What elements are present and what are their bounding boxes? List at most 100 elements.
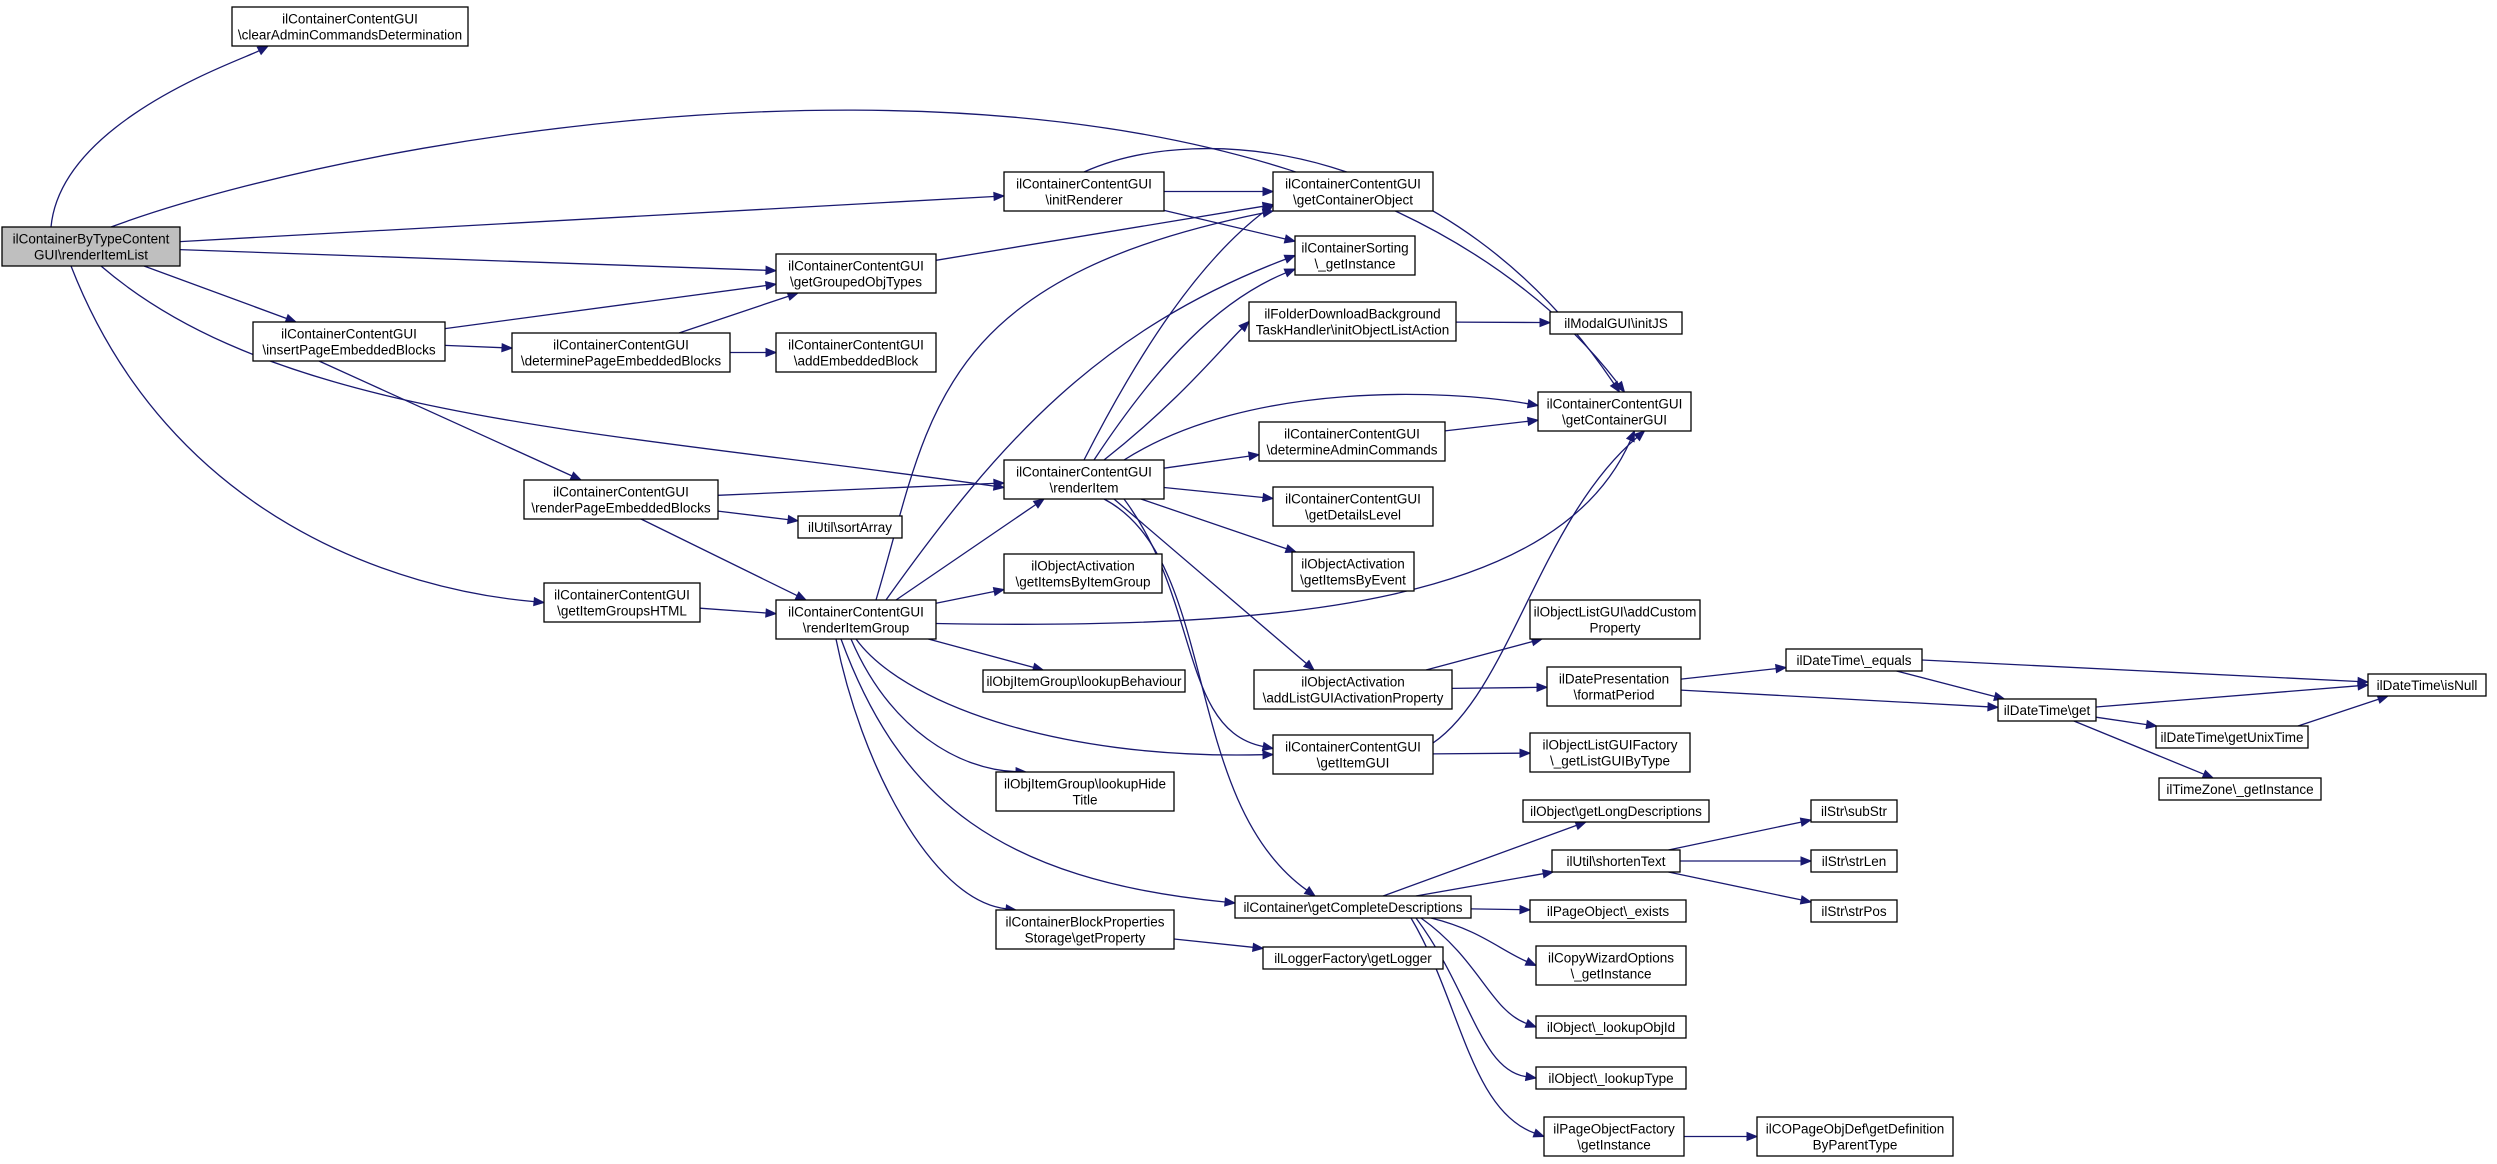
edge-renderPageEmbedded-to-renderItemGroup [640, 518, 808, 601]
node-blockPropertiesGet[interactable]: ilContainerBlockPropertiesStorage\getPro… [995, 909, 1175, 950]
node-box [1537, 391, 1692, 432]
node-dtIsNull[interactable]: ilDateTime\isNull [2367, 673, 2487, 697]
node-lookupObjId[interactable]: ilObject\_lookupObjId [1535, 1015, 1687, 1039]
node-copyWizardGetInstance[interactable]: ilCopyWizardOptions\_getInstance [1535, 945, 1687, 986]
node-box [1810, 849, 1898, 873]
node-box [982, 669, 1186, 693]
node-dtGetUnixTime[interactable]: ilDateTime\getUnixTime [2155, 725, 2309, 749]
edge-folderDownload-to-modalInitJS [1455, 317, 1552, 328]
edge-line [699, 607, 767, 614]
edge-addListGUIActivation-to-formatPeriod [1451, 682, 1549, 693]
node-label-line: \_getListGUIByType [1550, 754, 1670, 769]
edge-arrowhead [1262, 492, 1275, 503]
node-label-line: ilContainerContentGUI [1285, 740, 1421, 755]
edge-arrowhead [765, 280, 778, 291]
node-getItemsByItemGroup[interactable]: ilObjectActivation\getItemsByItemGroup [1003, 553, 1163, 594]
edge-arrowhead [284, 313, 298, 323]
node-getCompleteDescriptions[interactable]: ilContainer\getCompleteDescriptions [1234, 895, 1472, 919]
edge-addListGUIActivation-to-addCustomProperty [1425, 637, 1544, 671]
node-strPos[interactable]: ilStr\strPos [1810, 899, 1898, 923]
edge-line [1123, 393, 1529, 461]
node-getLogger[interactable]: ilLoggerFactory\getLogger [1262, 946, 1444, 970]
node-getDetailsLevel[interactable]: ilContainerContentGUI\getDetailsLevel [1272, 486, 1434, 527]
node-box [1785, 648, 1923, 672]
node-label-line: \initRenderer [1045, 193, 1123, 208]
edge-line [143, 265, 287, 320]
node-box [1546, 666, 1682, 707]
node-getItemGUI[interactable]: ilContainerContentGUI\getItemGUI [1272, 734, 1434, 775]
node-tzGetInstance[interactable]: ilTimeZone\_getInstance [2158, 777, 2322, 801]
node-modalInitJS[interactable]: ilModalGUI\initJS [1549, 311, 1683, 335]
node-label-line: \_getInstance [1314, 257, 1395, 272]
edge-determineAdminCommands-to-getContainerGUI [1444, 416, 1540, 432]
node-subStr[interactable]: ilStr\subStr [1810, 799, 1898, 823]
node-root[interactable]: ilContainerByTypeContentGUI\renderItemLi… [1, 226, 181, 267]
edge-initRenderer-to-getContainerObject [1164, 186, 1275, 197]
edge-root-to-getContainerGUI [110, 109, 1626, 394]
node-strLen[interactable]: ilStr\strLen [1810, 849, 1898, 873]
edge-determinePageEmbedded-to-getGroupedObjTypes [678, 291, 800, 334]
edge-shortenText-to-strLen [1680, 856, 1813, 866]
edge-line [1113, 498, 1307, 664]
node-pageObjectFactory[interactable]: ilPageObjectFactory\getInstance [1543, 1116, 1685, 1157]
node-folderDownload[interactable]: ilFolderDownloadBackgroundTaskHandler\in… [1248, 301, 1457, 342]
node-initRenderer[interactable]: ilContainerContentGUI\initRenderer [1003, 171, 1165, 212]
node-getContainerObject[interactable]: ilContainerContentGUI\getContainerObject [1272, 171, 1434, 212]
node-pageObjectExists[interactable]: ilPageObject\_exists [1529, 899, 1687, 923]
edge-line [1415, 917, 1527, 1078]
node-label-line: \getItemsByEvent [1300, 573, 1406, 588]
node-lookupType[interactable]: ilObject\_lookupType [1535, 1066, 1687, 1090]
node-label-line: ilDateTime\isNull [2377, 678, 2478, 693]
edge-renderItem-to-getDetailsLevel [1163, 486, 1275, 503]
node-label-line: ilObjectActivation [1301, 557, 1405, 572]
node-getItemGroupsHTML[interactable]: ilContainerContentGUI\getItemGroupsHTML [543, 582, 701, 623]
node-shortenText[interactable]: ilUtil\shortenText [1551, 849, 1681, 873]
node-getContainerGUI[interactable]: ilContainerContentGUI\getContainerGUI [1537, 391, 1692, 432]
node-box [775, 332, 937, 373]
edge-arrowhead [569, 471, 583, 481]
edge-line [1668, 871, 1802, 901]
node-dtEquals[interactable]: ilDateTime\_equals [1785, 648, 1923, 672]
node-determineAdminCommands[interactable]: ilContainerContentGUI\determineAdminComm… [1258, 421, 1446, 462]
node-getItemsByEvent[interactable]: ilObjectActivation\getItemsByEvent [1291, 551, 1415, 592]
node-insertPageEmbedded[interactable]: ilContainerContentGUI\insertPageEmbedded… [252, 321, 446, 362]
node-box [1248, 301, 1457, 342]
edge-line [1163, 486, 1264, 499]
edge-renderItem-to-getContainerGUI [1123, 393, 1540, 461]
node-label-line: ilContainerContentGUI [788, 605, 924, 620]
node-formatPeriod[interactable]: ilDatePresentation\formatPeriod [1546, 666, 1682, 707]
node-label-line: \insertPageEmbeddedBlocks [262, 343, 436, 358]
node-addEmbeddedBlock[interactable]: ilContainerContentGUI\addEmbeddedBlock [775, 332, 937, 373]
node-determinePageEmbedded[interactable]: ilContainerContentGUI\determinePageEmbed… [511, 332, 731, 373]
node-label-line: ilObject\_lookupObjId [1547, 1020, 1675, 1035]
edge-line [1680, 667, 1777, 680]
edge-arrowhead [1799, 895, 1813, 905]
edge-arrowhead [1284, 544, 1298, 554]
node-addListGUIActivation[interactable]: ilObjectActivation\addListGUIActivationP… [1253, 669, 1453, 710]
edge-line [885, 258, 1286, 601]
edge-getItemGroupsHTML-to-renderItemGroup [699, 607, 778, 618]
node-renderPageEmbedded[interactable]: ilContainerContentGUI\renderPageEmbedded… [523, 479, 719, 520]
node-listGUIFactory[interactable]: ilObjectListGUIFactory\_getListGUIByType [1529, 732, 1691, 773]
node-renderItem[interactable]: ilContainerContentGUI\renderItem [1003, 459, 1165, 500]
node-label-line: ilContainerContentGUI [282, 12, 418, 27]
node-box [511, 332, 731, 373]
edge-line [2095, 685, 2359, 708]
node-sortArray[interactable]: ilUtil\sortArray [797, 515, 903, 539]
edge-renderPageEmbedded-to-renderItem [717, 478, 1006, 496]
node-renderItemGroup[interactable]: ilContainerContentGUI\renderItemGroup [775, 599, 937, 640]
node-getGroupedObjTypes[interactable]: ilContainerContentGUI\getGroupedObjTypes [775, 253, 937, 294]
edge-line [1432, 752, 1521, 755]
node-sortingGetInstance[interactable]: ilContainerSorting\_getInstance [1294, 235, 1416, 276]
node-clearAdmin[interactable]: ilContainerContentGUI\clearAdminCommands… [231, 6, 469, 47]
node-dtGet[interactable]: ilDateTime\get [1997, 698, 2097, 722]
edge-arrowhead [787, 514, 800, 525]
node-label-line: ilContainerContentGUI [553, 485, 689, 500]
node-lookupBehaviour[interactable]: ilObjItemGroup\lookupBehaviour [982, 669, 1186, 693]
edge-line [1163, 209, 1286, 240]
node-getLongDescriptions[interactable]: ilObject\getLongDescriptions [1522, 799, 1710, 823]
edge-renderItem-to-getCompleteDescriptions [1103, 498, 1317, 897]
